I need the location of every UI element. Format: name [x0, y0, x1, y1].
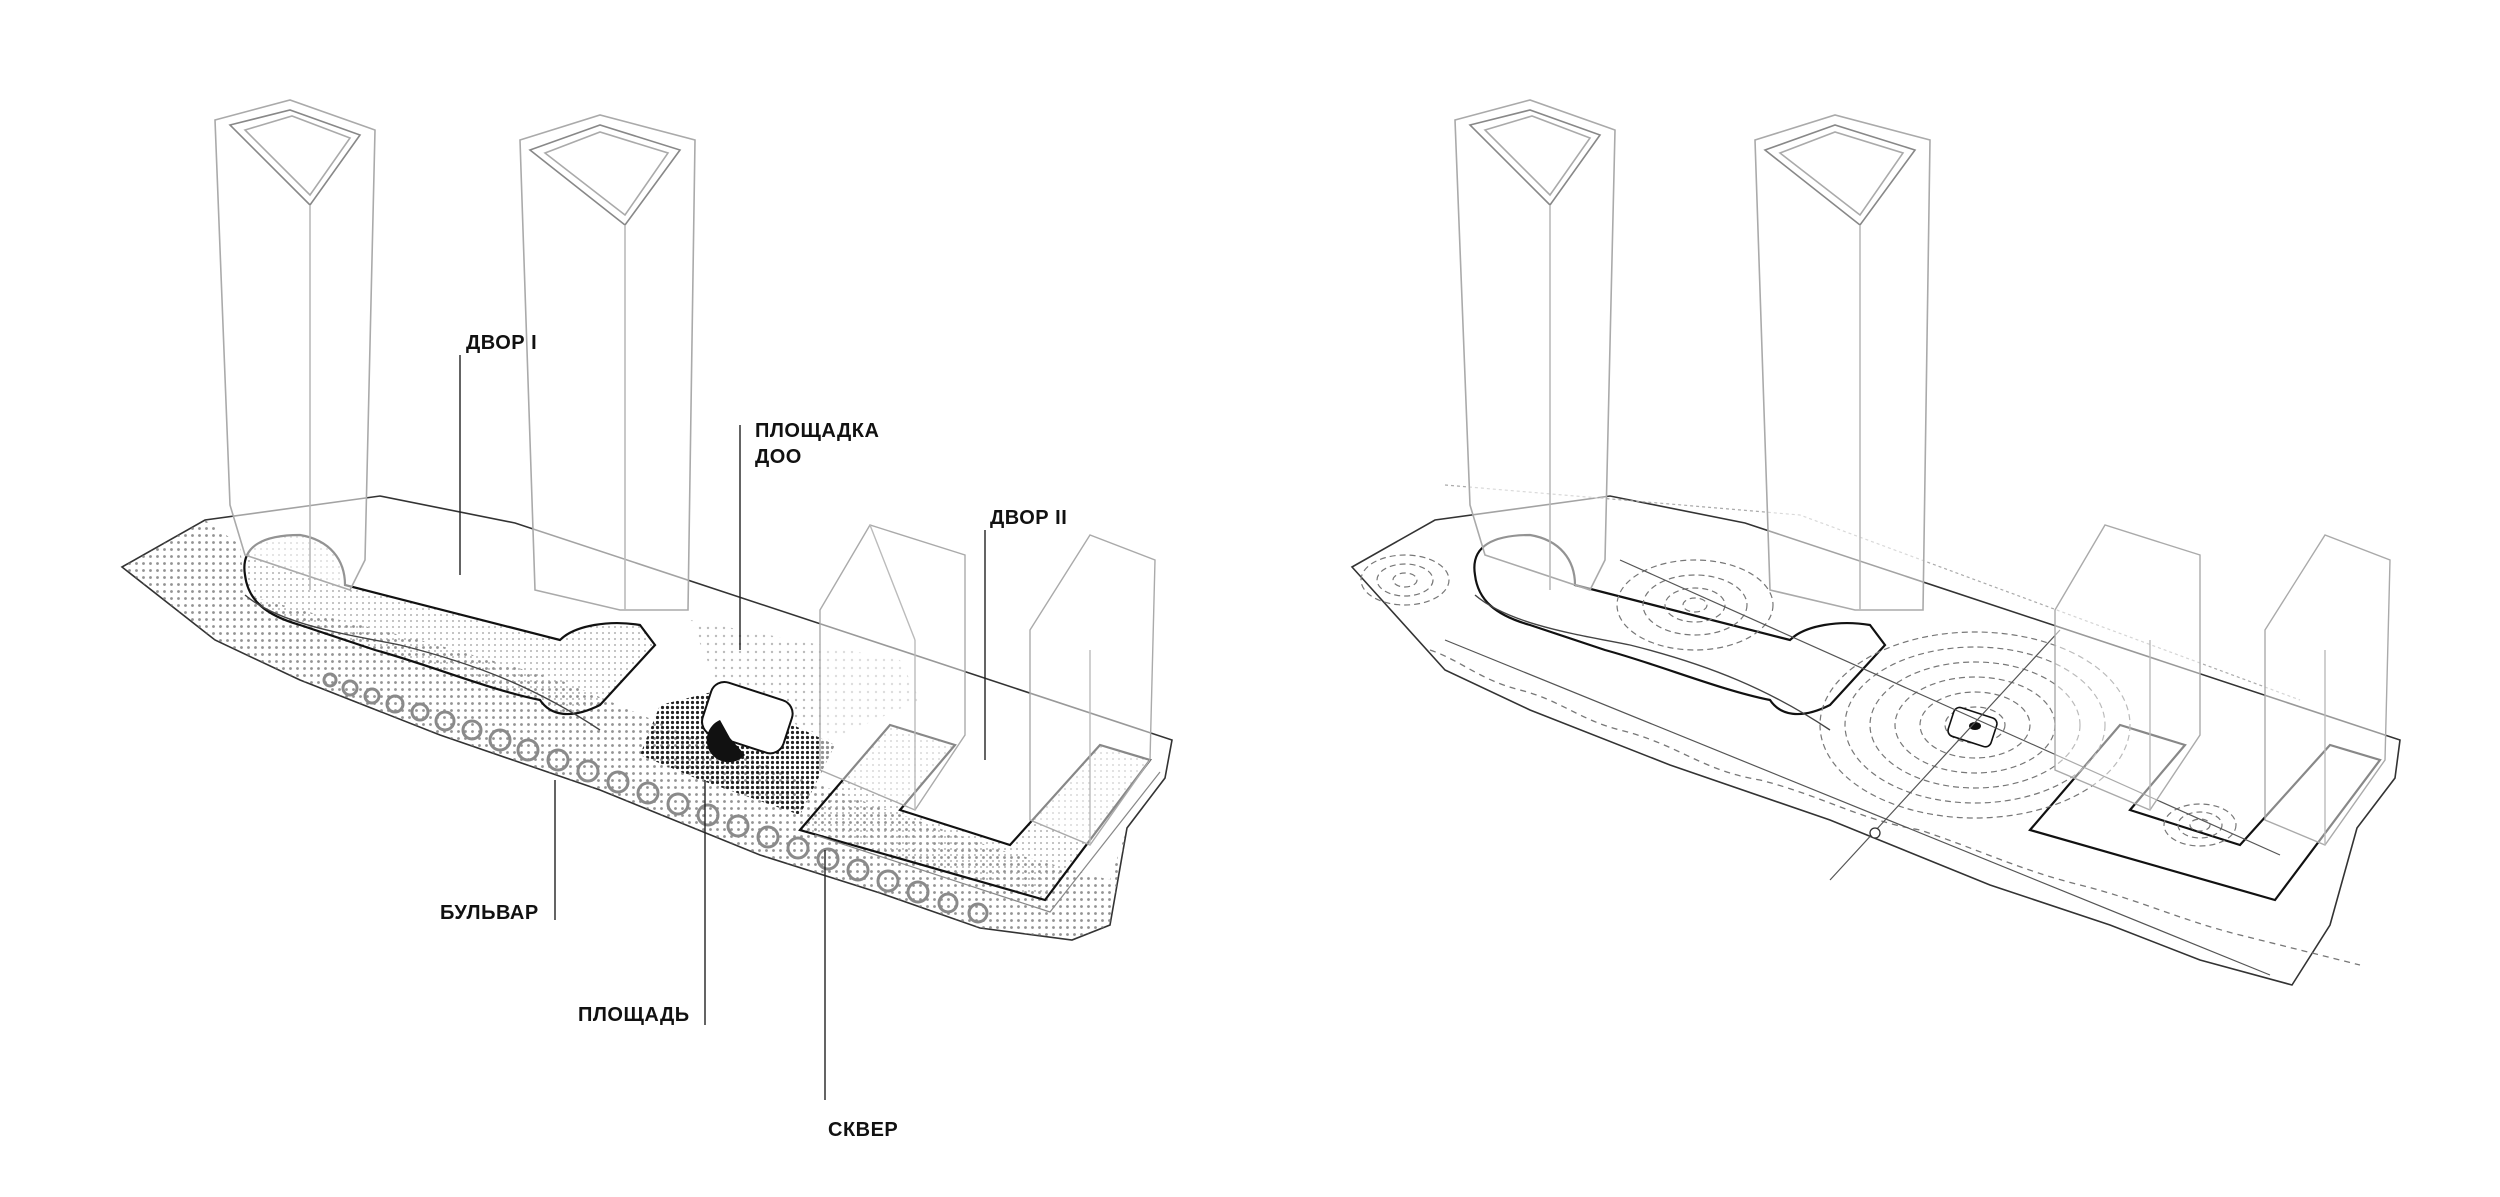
left-courtyard-2-inner: [814, 771, 1161, 913]
left-tower-2: [519, 114, 696, 611]
right-rings-courtyard-1: [1616, 559, 1774, 651]
right-site-base: [1350, 495, 2401, 986]
label-ploshchadka-doo-line2: ДОО: [755, 446, 802, 468]
left-boulevard-circles: [322, 672, 989, 924]
left-leader-lines: [459, 355, 986, 1100]
label-ploshchad: ПЛОЩАДЬ: [578, 1004, 690, 1026]
right-wavy-edge: [1429, 649, 2361, 966]
right-tower-2: [1754, 114, 1931, 611]
label-dvor-1: ДВОР I: [466, 332, 538, 354]
left-diagram: [120, 99, 1173, 1100]
right-center-dot: [1969, 722, 1981, 730]
label-dvor-2: ДВОР II: [990, 507, 1068, 529]
right-diagram: [1350, 99, 2401, 986]
right-rings-courtyard-2: [2163, 803, 2237, 847]
left-plaza-disc: [706, 720, 745, 763]
right-tower-1: [1454, 99, 1616, 591]
left-boulevard-edge: [244, 594, 601, 731]
right-axis-node: [1869, 827, 1881, 839]
right-building-3: [2054, 524, 2201, 811]
label-skver: СКВЕР: [828, 1119, 899, 1141]
right-axis-lines: [1444, 559, 2281, 976]
right-boulevard-edge: [1474, 594, 1831, 731]
label-ploshchadka-doo: ПЛОЩАДКА: [755, 420, 880, 442]
left-building-3: [819, 524, 966, 811]
right-building-4: [2264, 534, 2391, 846]
left-building-4: [1029, 534, 1156, 846]
left-tower-1: [214, 99, 376, 591]
label-bulvar: БУЛЬВАР: [440, 902, 539, 924]
right-rings-left: [1360, 554, 1450, 606]
